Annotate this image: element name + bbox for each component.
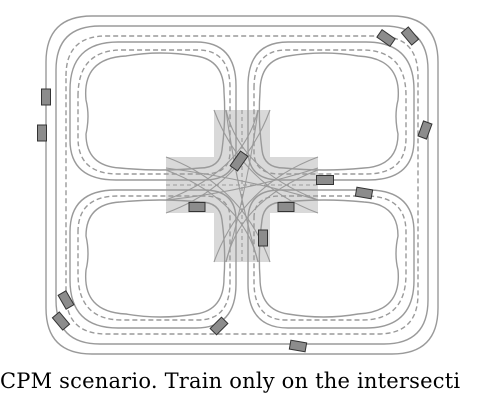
lane-bottom-left: [77, 195, 231, 321]
intersection-zone: [166, 110, 318, 262]
vehicle: [400, 26, 420, 46]
figure-caption: CPM scenario. Train only on the intersec…: [0, 369, 461, 393]
loop-bottom-right: [247, 189, 415, 329]
vehicle: [37, 124, 47, 142]
vehicle: [277, 202, 295, 212]
cpm-track-diagram: [37, 15, 439, 355]
vehicle: [354, 186, 374, 200]
vehicle: [288, 339, 308, 353]
loop-top-left: [69, 41, 237, 181]
lane-bottom-right: [253, 195, 407, 321]
loop-top-right: [247, 41, 415, 181]
outer-ring-inner: [55, 25, 429, 345]
outer-ring-lane: [65, 35, 419, 335]
inner-loop-bottom-left: [85, 199, 226, 318]
inner-loop-bottom-right: [258, 199, 399, 318]
loop-bottom-left: [69, 189, 237, 329]
vehicle: [229, 150, 249, 172]
vehicle: [57, 290, 75, 310]
vehicle: [51, 311, 71, 331]
lane-top-left: [77, 49, 231, 175]
vehicle: [258, 229, 268, 247]
inner-loop-top-right: [258, 52, 399, 171]
vehicles: [37, 26, 433, 353]
vehicle: [41, 88, 51, 106]
lane-top-right: [253, 49, 407, 175]
vehicle: [188, 202, 206, 212]
inner-loop-top-left: [85, 52, 226, 171]
vehicle: [376, 29, 396, 47]
vehicle: [316, 175, 334, 185]
outer-ring-outer: [45, 15, 439, 355]
vehicle: [209, 316, 229, 336]
vehicle: [417, 120, 433, 140]
